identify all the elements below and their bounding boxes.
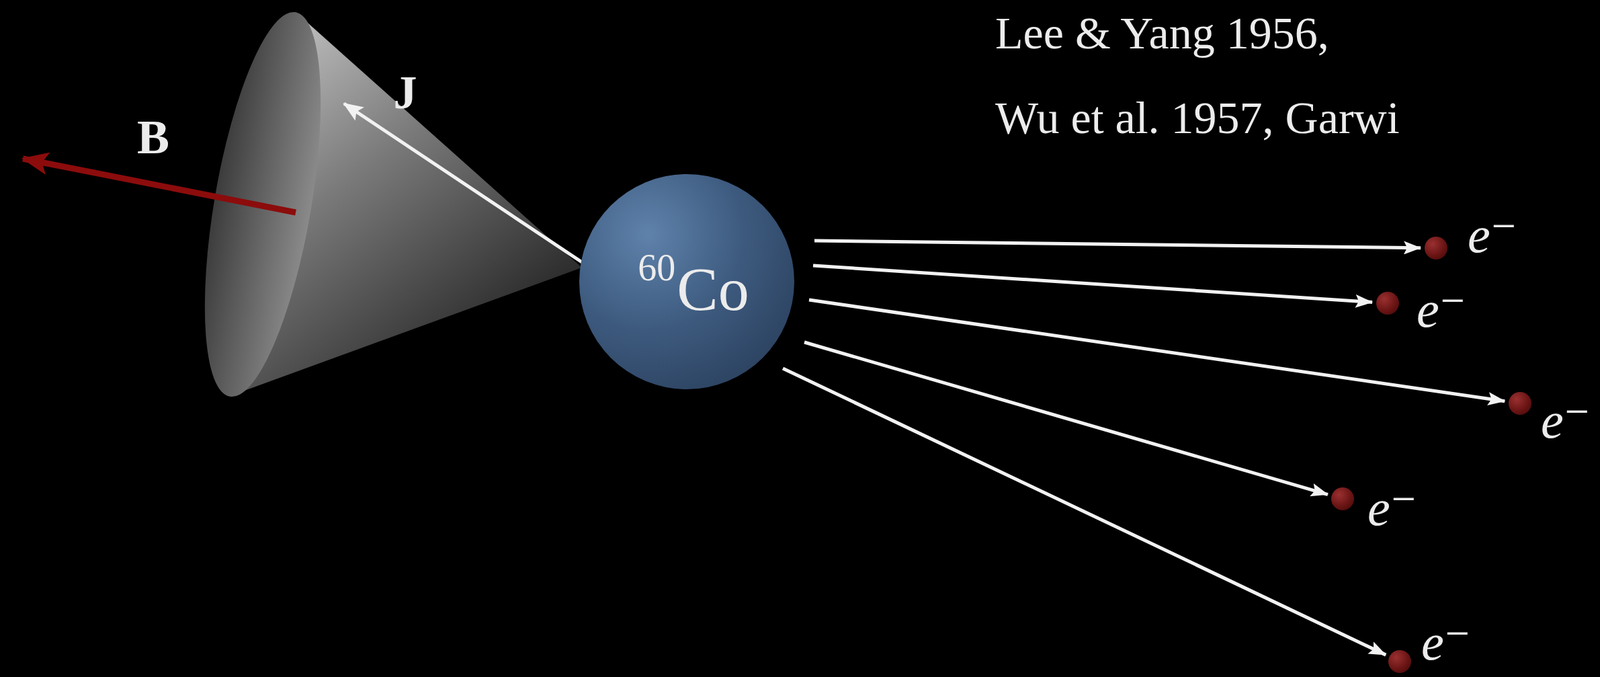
- reference-note: Wu et al. 1957, Garwi: [995, 92, 1400, 144]
- emission-arrow: [804, 342, 1328, 495]
- electron-label: e⁻: [1467, 208, 1518, 261]
- emission-arrow: [782, 368, 1386, 655]
- electron-dot: e⁻: [1508, 391, 1532, 415]
- electron-label: e⁻: [1540, 394, 1591, 446]
- nuclide-symbol: 60Co: [637, 258, 749, 320]
- electron-label: e⁻: [1421, 616, 1471, 668]
- electron-dot: e⁻: [1331, 487, 1355, 511]
- nucleus-sphere: 60Co: [579, 174, 795, 390]
- field-label: B: [137, 110, 170, 164]
- spin-label: J: [393, 66, 418, 119]
- reference-note: Lee & Yang 1956,: [995, 8, 1330, 59]
- electron-dot: e⁻: [1388, 649, 1412, 673]
- element-symbol: Co: [676, 258, 749, 320]
- electron-dot: e⁻: [1424, 236, 1448, 260]
- emission-arrow: [813, 265, 1373, 302]
- electron-label: e⁻: [1416, 283, 1467, 335]
- emission-arrow: [814, 240, 1421, 248]
- emission-arrow: [809, 299, 1505, 402]
- electron-label: e⁻: [1367, 481, 1418, 533]
- electron-dot: e⁻: [1376, 291, 1400, 315]
- mass-number: 60: [637, 248, 676, 287]
- spin-arrow: [344, 103, 582, 263]
- field-arrow: [22, 158, 296, 213]
